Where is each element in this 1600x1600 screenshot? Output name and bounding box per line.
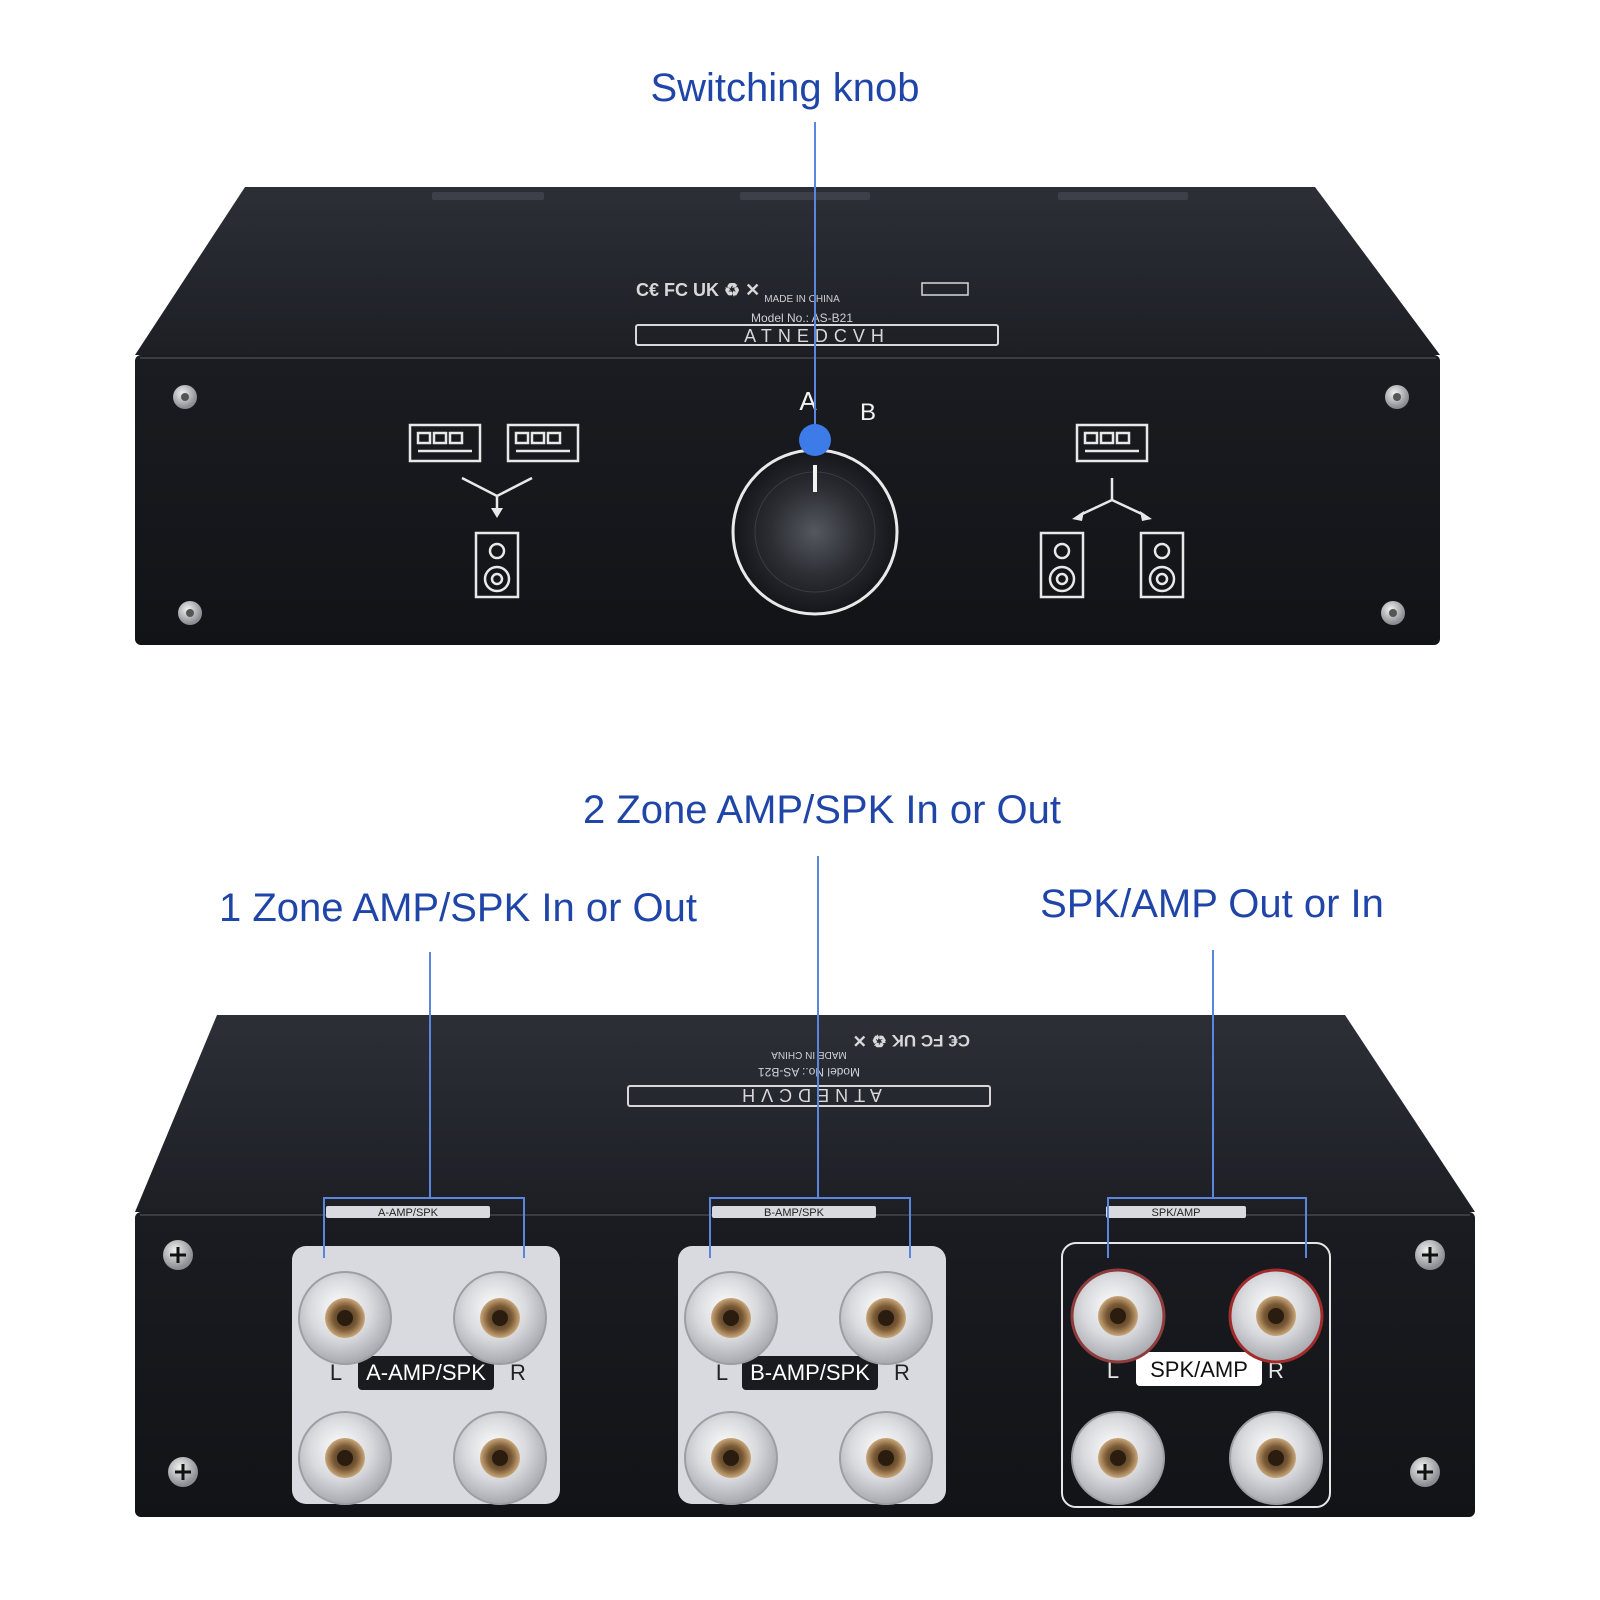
callout-spk-amp: SPK/AMP Out or In [1040,882,1384,926]
speaker-icon [1139,531,1185,599]
brand-label: ATNEDCVH [744,326,890,346]
top-label: B-AMP/SPK [764,1207,825,1219]
binding-post[interactable] [298,1271,392,1365]
top-label-plate [712,1206,876,1218]
left-channel-label: L [716,1360,728,1385]
top-label: SPK/AMP [1152,1207,1201,1219]
model-label: Model No.: AS-B21 [751,311,853,325]
binding-post[interactable] [453,1411,547,1505]
binding-post[interactable] [298,1411,392,1505]
binding-post[interactable] [1228,1268,1324,1364]
rear-unit-top [135,1015,1475,1212]
vent-slot [432,192,544,200]
top-label-plate [1106,1206,1246,1218]
binding-post[interactable] [1229,1411,1323,1505]
speaker-icon [1039,531,1085,599]
brand-frame [635,324,999,346]
svg-text:C€ FC UK ♻ ✕: C€ FC UK ♻ ✕ [636,280,760,300]
vent-slot [1058,192,1188,200]
center-label: B-AMP/SPK [750,1360,870,1385]
binding-post[interactable] [839,1271,933,1365]
rear-unit: ATNEDCVH Model No.: AS-B21 MADE IN CHINA… [135,856,1475,1517]
merge-arrow-icon [461,476,533,518]
front-unit: C€ FC UK ♻ ✕ MADE IN CHINA Model No.: AS… [135,122,1440,645]
terminal-group-b: B-AMP/SPK B-AMP/SPK L R [678,1206,946,1505]
callout-brackets [323,856,1307,1258]
rear-screws [163,1240,1445,1487]
center-label-plate [742,1356,878,1390]
center-label: A-AMP/SPK [366,1360,486,1385]
knob-position-indicator [799,424,831,456]
terminal-outline [1061,1242,1331,1508]
top-label-plate [326,1206,490,1218]
switching-knob[interactable] [731,448,899,616]
binding-post[interactable] [1071,1411,1165,1505]
right-channel-label: R [894,1360,910,1385]
callout-switching-knob: Switching knob [650,66,920,110]
center-label: SPK/AMP [1150,1357,1248,1382]
binding-post[interactable] [453,1271,547,1365]
terminal-group-a: A-AMP/SPK A-AMP/SPK L R [292,1206,560,1505]
right-channel-label: R [510,1360,526,1385]
position-a-label: A [799,386,817,416]
vent-slot [740,192,870,200]
right-channel-label: R [1268,1358,1284,1383]
amp-icon [1075,423,1149,463]
left-channel-label: L [330,1360,342,1385]
terminal-group-c: SPK/AMP SPK/AMP L R [1061,1206,1331,1508]
callout-2-zone: 2 Zone AMP/SPK In or Out [582,788,1062,832]
speaker-icon [474,531,520,599]
amp-icon [408,423,482,463]
front-unit-top [135,187,1440,355]
center-label-plate [1136,1352,1262,1386]
rear-top-markings: ATNEDCVH Model No.: AS-B21 MADE IN CHINA… [627,1031,991,1107]
binding-post[interactable] [684,1271,778,1365]
left-channel-label: L [1107,1358,1119,1383]
front-screws [173,385,1409,625]
svg-text:Model No.: AS-B21: Model No.: AS-B21 [758,1065,860,1079]
made-in-label: MADE IN CHINA [764,294,840,305]
amp-icon [506,423,580,463]
center-label-plate [358,1356,494,1390]
callout-1-zone: 1 Zone AMP/SPK In or Out [218,886,698,930]
position-b-label: B [860,399,876,426]
svg-text:ATNEDCVH: ATNEDCVH [736,1085,882,1105]
binding-post[interactable] [839,1411,933,1505]
svg-text:C€ FC UK ♻ ✕: C€ FC UK ♻ ✕ [853,1031,970,1050]
top-label: A-AMP/SPK [378,1207,439,1219]
binding-post[interactable] [684,1411,778,1505]
binding-post[interactable] [1070,1268,1166,1364]
split-arrow-icon [1072,478,1152,521]
certification-marks: C€ FC UK ♻ ✕ [636,280,969,300]
svg-text:MADE IN CHINA: MADE IN CHINA [771,1049,847,1060]
